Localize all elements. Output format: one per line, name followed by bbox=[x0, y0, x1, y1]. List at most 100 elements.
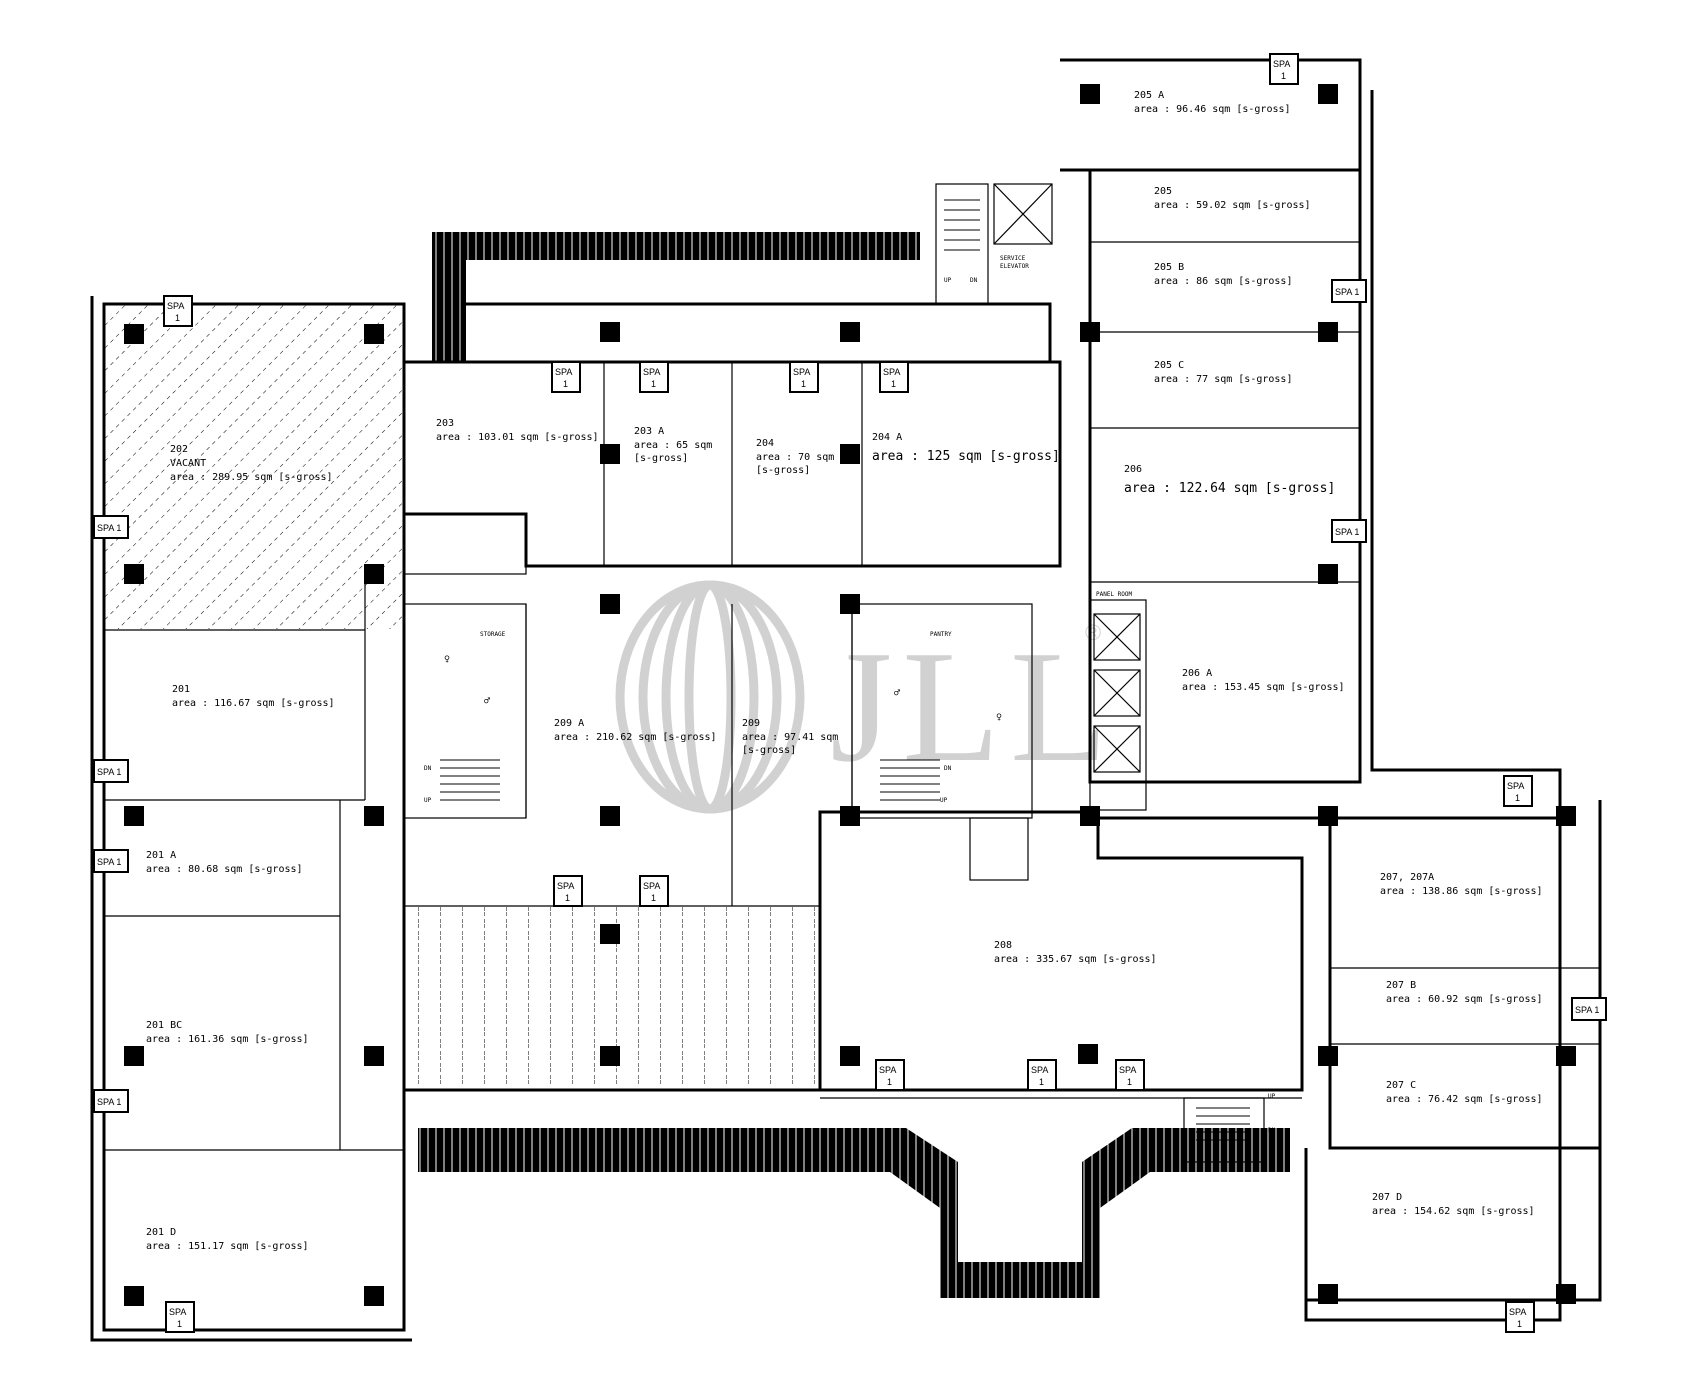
unit-205-area: area : 59.02 sqm [s-gross] bbox=[1154, 200, 1311, 211]
spa-tag-number: 1 bbox=[565, 893, 570, 903]
unit-205-a-id: 205 A bbox=[1134, 90, 1164, 101]
unit-204-area-note: [s-gross] bbox=[756, 465, 810, 476]
unit-204-a-area: area : 125 sqm [s-gross] bbox=[872, 449, 1060, 464]
male-wc-icon-2: ♂ bbox=[894, 688, 901, 699]
parapet-bottom bbox=[418, 1128, 1290, 1298]
unit-205-b-area: area : 86 sqm [s-gross] bbox=[1154, 276, 1292, 287]
unit-202-status: VACANT bbox=[170, 458, 206, 469]
spa-tag-inline: SPA 1 bbox=[93, 849, 129, 873]
spa-tag-text: SPA bbox=[557, 881, 574, 891]
spa-tag-number: 1 bbox=[1281, 71, 1286, 81]
unit-201-id: 201 bbox=[172, 684, 190, 695]
spa-tag-inline-text: SPA 1 bbox=[97, 767, 121, 777]
unit-206-a-id: 206 A bbox=[1182, 668, 1212, 679]
stair-dn-label: DN bbox=[970, 277, 978, 284]
unit-208-id: 208 bbox=[994, 940, 1012, 951]
jll-logo-watermark: JLL ® bbox=[615, 580, 1108, 814]
unit-206-area: area : 122.64 sqm [s-gross] bbox=[1124, 481, 1335, 496]
building-walls bbox=[90, 58, 1602, 1342]
spa-tag-number: 1 bbox=[563, 379, 568, 389]
unit-204-a-id: 204 A bbox=[872, 432, 902, 443]
unit-207-d-id: 207 D bbox=[1372, 1192, 1402, 1203]
stair-up-label-2: UP bbox=[424, 797, 432, 804]
unit-205-a-area: area : 96.46 sqm [s-gross] bbox=[1134, 104, 1291, 115]
spa-tag-number: 1 bbox=[887, 1077, 892, 1087]
unit-204-id: 204 bbox=[756, 438, 774, 449]
unit-203-a-area: area : 65 sqm bbox=[634, 440, 712, 451]
spa-tag-number: 1 bbox=[1127, 1077, 1132, 1087]
unit-205-b-id: 205 B bbox=[1154, 262, 1184, 273]
unit-207-b-area: area : 60.92 sqm [s-gross] bbox=[1386, 994, 1543, 1005]
stair-treads bbox=[440, 199, 1250, 1141]
spa-tag-text: SPA bbox=[643, 881, 660, 891]
unit-201-d-area: area : 151.17 sqm [s-gross] bbox=[146, 1241, 309, 1252]
spa-tag: SPA 1 bbox=[551, 361, 581, 393]
spa-tag-text: SPA bbox=[643, 367, 660, 377]
stair-dn-label-2: DN bbox=[424, 765, 432, 772]
spa-tag-text: SPA bbox=[167, 301, 184, 311]
unit-205-id: 205 bbox=[1154, 186, 1172, 197]
spa-tag-text: SPA bbox=[793, 367, 810, 377]
spa-tag-number: 1 bbox=[177, 1319, 182, 1329]
spa-tag-inline-text: SPA 1 bbox=[97, 857, 121, 867]
spa-tag-text: SPA bbox=[169, 1307, 186, 1317]
stair-up-label: UP bbox=[944, 277, 952, 284]
unit-205-c-id: 205 C bbox=[1154, 360, 1184, 371]
spa-tag-number: 1 bbox=[1517, 1319, 1522, 1329]
spa-tag-inline: SPA 1 bbox=[1571, 997, 1607, 1021]
unit-209-a-id: 209 A bbox=[554, 718, 584, 729]
spa-tag-text: SPA bbox=[1507, 781, 1524, 791]
spa-tag-text: SPA bbox=[555, 367, 572, 377]
stair-up-label-4: UP bbox=[1268, 1093, 1276, 1100]
spa-tag-text: SPA bbox=[1119, 1065, 1136, 1075]
unit-202-hatch bbox=[104, 304, 404, 629]
storage-label: STORAGE bbox=[480, 631, 506, 638]
parapet-top bbox=[432, 232, 920, 362]
unit-207-207a-area: area : 138.86 sqm [s-gross] bbox=[1380, 886, 1543, 897]
structural-columns bbox=[124, 84, 1576, 1306]
spa-tag: SPA 1 bbox=[1505, 1301, 1535, 1333]
spa-tag: SPA 1 bbox=[553, 875, 583, 907]
spa-tag-text: SPA bbox=[1509, 1307, 1526, 1317]
spa-tag: SPA 1 bbox=[165, 1301, 195, 1333]
core-elements bbox=[403, 183, 1265, 1163]
spa-tag-text: SPA bbox=[1031, 1065, 1048, 1075]
unit-203-a-id: 203 A bbox=[634, 426, 664, 437]
unit-201-d-id: 201 D bbox=[146, 1227, 176, 1238]
unit-203-a-area-note: [s-gross] bbox=[634, 453, 688, 464]
female-wc-icon: ♀ bbox=[444, 654, 450, 665]
service-elevator-label: SERVICE bbox=[1000, 255, 1026, 262]
male-wc-icon: ♂ bbox=[484, 696, 491, 707]
spa-tag-number: 1 bbox=[1515, 793, 1520, 803]
service-elevator-label-2: ELEVATOR bbox=[1000, 263, 1029, 270]
unit-209-id: 209 bbox=[742, 718, 760, 729]
female-wc-icon-2: ♀ bbox=[996, 712, 1002, 723]
spa-tag-text: SPA bbox=[883, 367, 900, 377]
spa-tag-inline: SPA 1 bbox=[93, 515, 129, 539]
spa-tag: SPA 1 bbox=[1503, 775, 1533, 807]
spa-tag: SPA 1 bbox=[1115, 1059, 1145, 1091]
unit-202-id: 202 bbox=[170, 444, 188, 455]
unit-207-b-id: 207 B bbox=[1386, 980, 1416, 991]
unit-203-area: area : 103.01 sqm [s-gross] bbox=[436, 432, 599, 443]
spa-tag-inline: SPA 1 bbox=[1331, 519, 1367, 543]
unit-208-area: area : 335.67 sqm [s-gross] bbox=[994, 954, 1157, 965]
spa-tag-number: 1 bbox=[651, 379, 656, 389]
unit-207-c-area: area : 76.42 sqm [s-gross] bbox=[1386, 1094, 1543, 1105]
unit-209-area-note: [s-gross] bbox=[742, 745, 796, 756]
spa-tag-inline: SPA 1 bbox=[93, 759, 129, 783]
unit-203-id: 203 bbox=[436, 418, 454, 429]
unit-201-bc-area: area : 161.36 sqm [s-gross] bbox=[146, 1034, 309, 1045]
logo-registered: ® bbox=[1085, 620, 1101, 645]
unit-207-207a-id: 207, 207A bbox=[1380, 872, 1434, 883]
spa-tag-inline: SPA 1 bbox=[1331, 279, 1367, 303]
